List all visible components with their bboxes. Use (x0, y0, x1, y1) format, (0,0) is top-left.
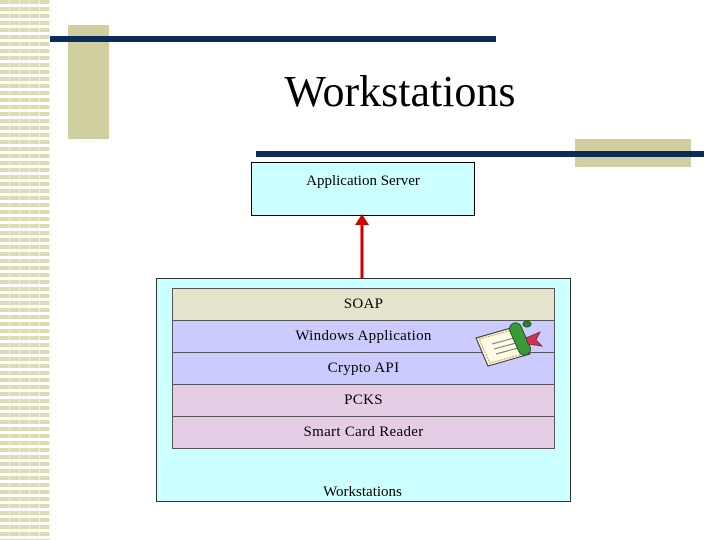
layer-soap: SOAP (172, 288, 555, 321)
decorative-stripe-bar (0, 0, 50, 540)
layer-pcks: PCKS (172, 384, 555, 417)
application-server-label: Application Server (306, 173, 420, 189)
decorative-block-left (68, 25, 109, 139)
decorative-line-middle (256, 151, 704, 157)
layer-smart-card-reader: Smart Card Reader (172, 416, 555, 449)
application-server-box: Application Server (251, 162, 475, 216)
slide-title: Workstations (284, 67, 516, 116)
workstation-label: Workstations (323, 484, 402, 500)
certificate-scroll-icon (475, 320, 544, 367)
decorative-line-top (50, 36, 496, 42)
